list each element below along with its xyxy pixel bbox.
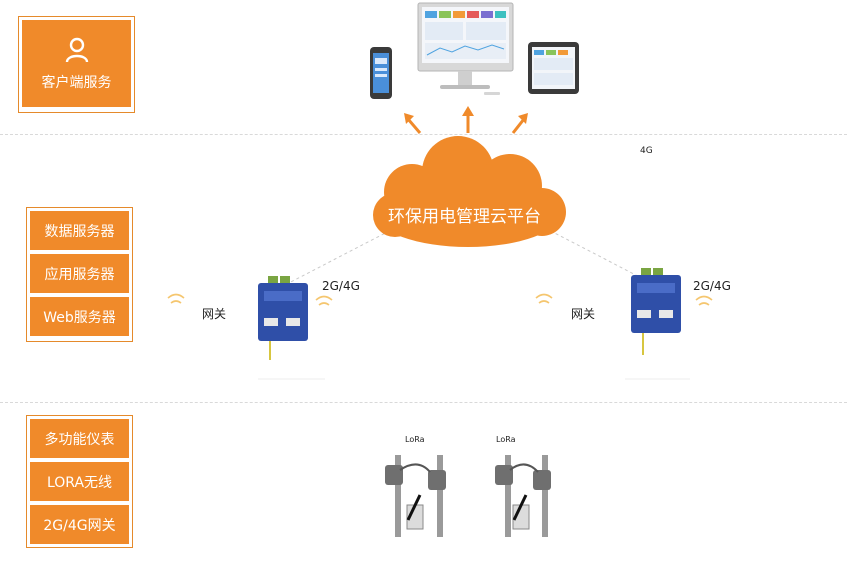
meter-device-icon: [495, 455, 551, 537]
data-server-box: 数据服务器: [30, 211, 129, 250]
app-server-box: 应用服务器: [30, 254, 129, 293]
meter-device-icon: [385, 455, 446, 537]
label-right-link: 2G/4G: [693, 279, 731, 293]
desktop-monitor-icon: [417, 2, 514, 95]
client-service-panel: 客户端服务: [18, 16, 135, 113]
client-service-label: 客户端服务: [41, 74, 112, 91]
arrow-up-icon: [404, 106, 528, 134]
gateway-box: 2G/4G网关: [30, 505, 129, 544]
meter-label: 多功能仪表: [44, 431, 115, 448]
device-panel: 多功能仪表 LORA无线 2G/4G网关: [26, 415, 133, 548]
gateway-label: 2G/4G网关: [43, 517, 116, 534]
lora-box: LORA无线: [30, 462, 129, 501]
tablet-icon: [528, 42, 579, 94]
data-server-label: 数据服务器: [44, 223, 115, 240]
web-server-label: Web服务器: [43, 309, 116, 326]
cloud-label: 环保用电管理云平台: [388, 207, 541, 227]
gateway-device-icon: [258, 276, 325, 380]
label-lora-2: LoRa: [496, 435, 516, 444]
wifi-signal-icon: [167, 293, 713, 306]
smartphone-icon: [370, 47, 392, 99]
meter-box: 多功能仪表: [30, 419, 129, 458]
cloud-icon: [373, 136, 566, 247]
label-4g-top: 4G: [640, 146, 653, 156]
person-icon: [65, 37, 88, 62]
label-left-link: 2G/4G: [322, 279, 360, 293]
gateway-device-icon: [625, 268, 690, 380]
separator-bottom: [0, 402, 847, 403]
label-lora-1: LoRa: [405, 435, 425, 444]
client-service-box: 客户端服务: [22, 20, 131, 107]
label-right-gateway: 网关: [571, 307, 596, 321]
server-panel: 数据服务器 应用服务器 Web服务器: [26, 207, 133, 342]
lora-label: LORA无线: [46, 474, 113, 491]
label-left-gateway: 网关: [202, 307, 227, 321]
separator-top: [0, 134, 847, 135]
web-server-box: Web服务器: [30, 297, 129, 336]
app-server-label: 应用服务器: [44, 266, 115, 283]
